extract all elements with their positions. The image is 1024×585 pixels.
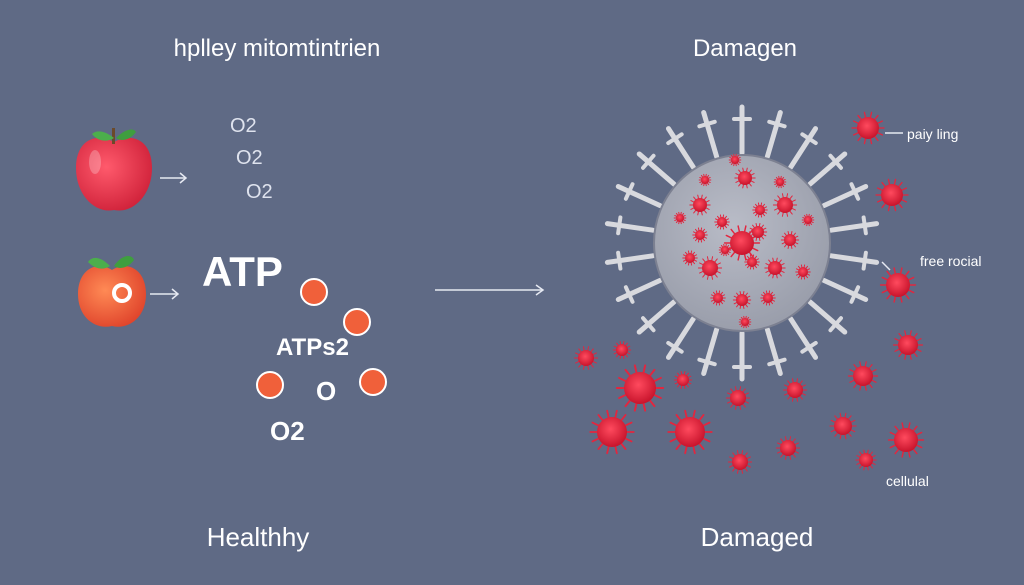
atp-large-label: ATP: [202, 248, 283, 295]
o-label: O: [316, 376, 336, 406]
spike-icon: [821, 277, 869, 304]
virus-spot: [728, 153, 742, 167]
callout-cellular: cellulal: [886, 473, 929, 489]
callout-paying: paiy ling: [907, 126, 958, 142]
callout-pointer: [881, 261, 891, 271]
o2-label-2: O2: [236, 147, 263, 169]
free-radical-icon: [727, 450, 753, 474]
free-radical-icon: [725, 386, 751, 410]
free-radical-icon: [775, 436, 801, 460]
o2-bottom-label: O2: [270, 416, 305, 446]
atp-small-label: ATPs2: [276, 334, 349, 361]
virus-spot: [682, 250, 698, 266]
virus-spot: [689, 194, 711, 216]
virus-spot: [773, 175, 787, 189]
virus-spot: [760, 290, 776, 306]
apple-icon: [78, 256, 146, 327]
spike-icon: [788, 316, 819, 360]
free-radical-icon: [851, 111, 885, 145]
free-radical-icon: [847, 361, 879, 391]
free-radical-icon: [829, 412, 857, 440]
o2-label-3: O2: [246, 181, 273, 203]
free-radical-icon: [589, 409, 635, 455]
virus-spot: [738, 315, 752, 329]
spike-icon: [615, 182, 663, 209]
virus-spot: [714, 214, 730, 230]
spike-icon: [615, 277, 663, 304]
virus-spot: [780, 231, 800, 249]
spike-icon: [764, 326, 787, 376]
free-radical-icon: [887, 422, 925, 458]
virus-spot: [673, 211, 687, 225]
virus-spot: [748, 223, 768, 241]
virus-spot: [764, 257, 786, 279]
spike-icon: [807, 299, 848, 335]
virus-spikes: [604, 104, 880, 382]
virus-spot: [710, 290, 726, 306]
spike-icon: [828, 215, 880, 236]
virus-spots: [673, 153, 815, 329]
virus-spot: [692, 227, 708, 243]
spike-icon: [807, 151, 848, 187]
right-footer: Damaged: [701, 522, 814, 552]
spike-icon: [636, 299, 677, 335]
virus-spot: [732, 291, 752, 309]
free-radicals: [573, 111, 925, 474]
free-radical-icon: [879, 267, 917, 303]
free-radical-icon: [667, 409, 713, 455]
virus-spot: [772, 193, 798, 217]
spike-icon: [821, 182, 869, 209]
apple-icon: [76, 128, 152, 211]
spike-icon: [604, 250, 656, 271]
virus-spot: [744, 254, 760, 270]
free-radical-icon: [673, 371, 693, 389]
left-title: hplley mitomtintrien: [174, 35, 381, 62]
free-radical-icon: [782, 378, 808, 402]
spike-icon: [828, 250, 880, 271]
spike-icon: [636, 151, 677, 187]
virus-spot: [801, 213, 815, 227]
spike-icon: [764, 110, 787, 160]
arrow-right-icon: [160, 172, 188, 184]
free-radical-icon: [855, 449, 877, 471]
arrow-right-icon: [150, 288, 180, 300]
free-radical-icon: [615, 364, 665, 412]
spike-icon: [697, 326, 720, 376]
free-radical-icon: [875, 178, 909, 212]
spike-icon: [665, 316, 696, 360]
molecule-icon: [256, 278, 387, 399]
spike-icon: [732, 330, 752, 382]
callout-free-radical: free rocial: [920, 253, 981, 269]
o2-label-1: O2: [230, 115, 257, 137]
spike-icon: [604, 215, 656, 236]
free-radical-icon: [892, 330, 924, 360]
spike-icon: [665, 126, 696, 170]
spike-icon: [697, 110, 720, 160]
transition-arrow: [435, 284, 545, 296]
free-radical-icon: [612, 341, 632, 359]
virus-spot: [734, 167, 756, 189]
free-radical-icon: [573, 346, 599, 370]
left-footer: Healthhy: [207, 522, 310, 552]
spike-icon: [732, 104, 752, 156]
virus-spot: [752, 202, 768, 218]
virus-spot: [697, 256, 723, 280]
virus-spot: [698, 173, 712, 187]
virus-spot: [795, 264, 811, 280]
virus-spot: [718, 243, 732, 257]
spike-icon: [788, 126, 819, 170]
right-title: Damagen: [693, 35, 797, 62]
